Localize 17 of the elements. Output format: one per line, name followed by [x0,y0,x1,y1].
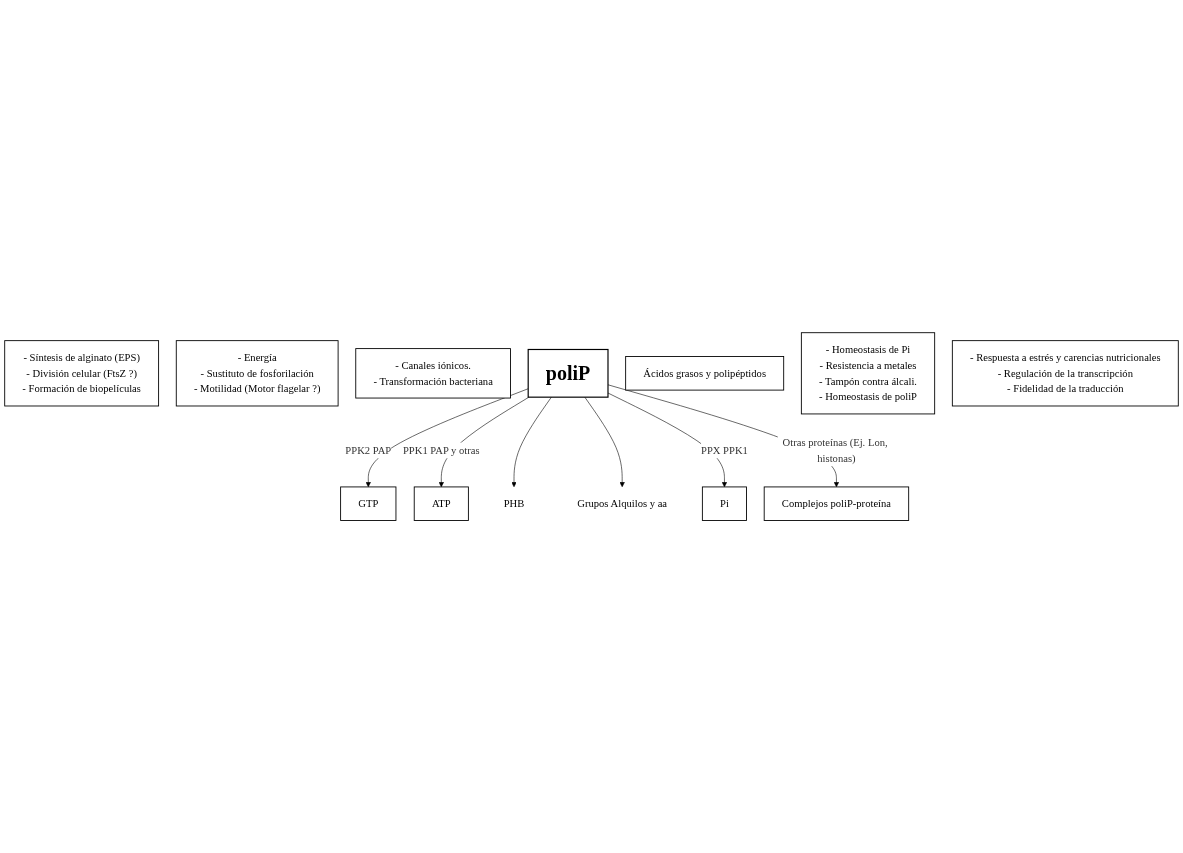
node-box: - Homeostasis de Pi - Resistencia a metales - Tampón contra álcali. - Homeostasis de poliP [800,332,936,415]
node-box: Ácidos grasos y polipéptidos [625,356,785,391]
node-box: - Canales iónicos. - Transformación bacteriana [355,348,511,399]
node-box: - Energía - Sustituto de fosforilación - Motilidad (Motor flagelar ?) [175,340,339,407]
edge-label: PPK1 PAP y otras [402,444,480,456]
edge-label: PPX PPK1 [701,444,748,456]
edge-label: PPK2 PAP [345,444,392,456]
node-box: Pi [701,486,747,521]
edge-label: Otras proteínas (Ej. Lon, histonas) [782,436,888,464]
node-box: poliP [527,348,609,398]
node-text: Grupos Alquilos y aa [577,497,668,510]
node-box: - Respuesta a estrés y carencias nutricionales - Regulación de la transcripción - Fidelidad de la traducción [951,340,1179,407]
node-box: Complejos poliP-proteína [763,486,910,521]
node-box: ATP [413,486,469,521]
node-box: - Síntesis de alginato (EPS) - División celular (FtsZ ?) - Formación de biopelículas [4,340,160,407]
node-box: GTP [340,486,397,521]
node-text: PHB [503,497,525,510]
